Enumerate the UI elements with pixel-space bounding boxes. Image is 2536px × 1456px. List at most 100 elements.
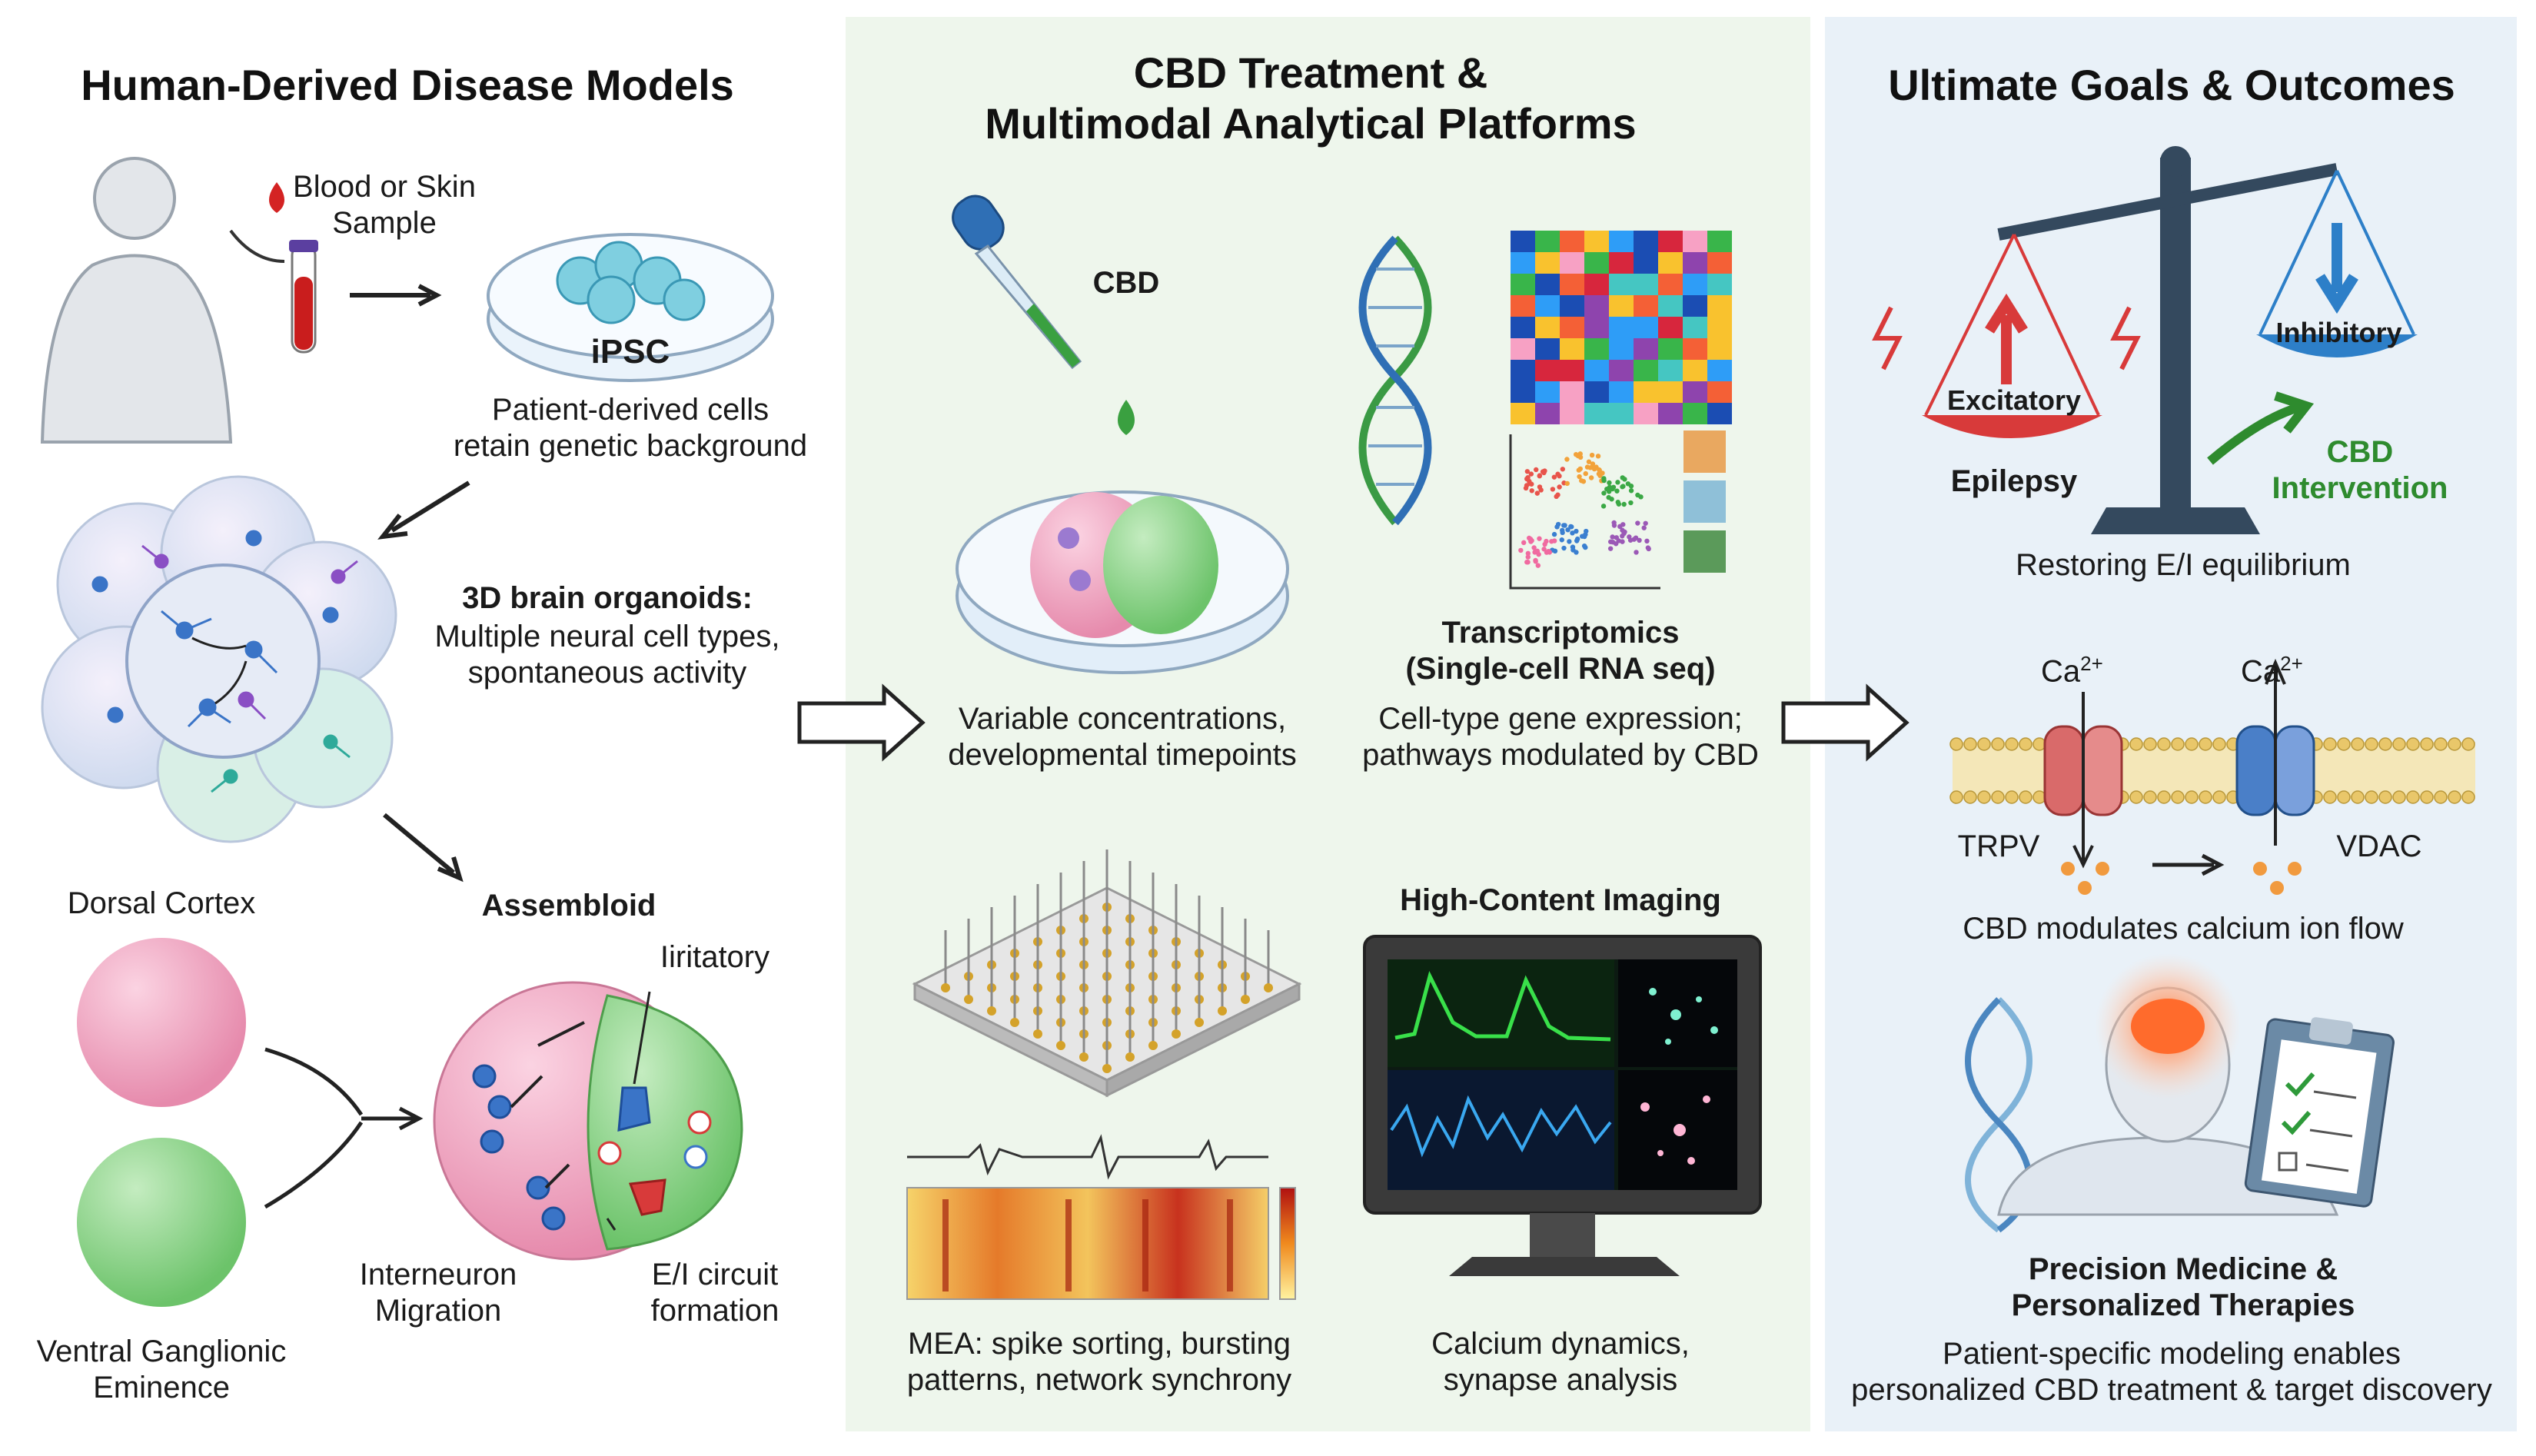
umap-point <box>1527 536 1534 542</box>
heatmap-cell <box>1683 317 1707 338</box>
lipid-head <box>2129 737 2143 751</box>
umap-point <box>1620 484 1625 490</box>
epilepsy-label: Epilepsy <box>1950 464 2078 498</box>
transition-arrow-1 <box>797 683 926 762</box>
umap-point <box>1546 548 1551 554</box>
transcriptomics-caption: Cell-type gene expression; pathways modu… <box>1362 702 1759 773</box>
lipid-head <box>2171 790 2185 804</box>
heatmap-cell <box>1535 317 1560 338</box>
raster-bursts <box>942 1199 1233 1291</box>
heatmap-cell <box>1511 381 1535 403</box>
heatmap-cell <box>1658 231 1683 252</box>
umap-point <box>1527 480 1533 487</box>
umap-point <box>1523 485 1529 491</box>
neuron-cluster-icon <box>41 475 397 843</box>
heatmap-cell <box>1609 403 1634 424</box>
heatmap-cell <box>1634 381 1658 403</box>
cbd-label: CBD <box>1092 266 1160 300</box>
inhibitory-pan-label: Inhibitory <box>2275 317 2402 348</box>
umap-point <box>1609 497 1614 502</box>
lipid-head <box>2323 790 2337 804</box>
heatmap-cell <box>1609 295 1634 317</box>
heatmap-cell <box>1707 360 1732 381</box>
lipid-head <box>2129 790 2143 804</box>
lipid-head <box>2212 790 2226 804</box>
heatmap-cell <box>1658 274 1683 295</box>
umap-point <box>1601 477 1607 484</box>
heatmap-cell <box>1584 317 1609 338</box>
lipid-head <box>1977 737 1991 751</box>
heatmap-cell <box>1609 360 1634 381</box>
umap-point <box>1570 530 1575 536</box>
umap-point <box>1574 536 1580 542</box>
heatmap-cell <box>1511 403 1535 424</box>
middle-panel-title: CBD Treatment & Multimodal Analytical Pl… <box>985 48 1637 148</box>
umap-point <box>1565 527 1570 533</box>
umap-point <box>1634 550 1639 555</box>
lipid-head <box>2199 790 2212 804</box>
umap-point <box>1622 529 1627 535</box>
umap-point <box>1550 487 1556 492</box>
dropper-icon <box>952 194 1135 435</box>
umap-point <box>1521 540 1527 546</box>
raster-heatmap <box>906 1187 1269 1300</box>
umap-point <box>1615 480 1620 485</box>
umap-point <box>1574 550 1579 555</box>
lipid-head <box>2185 790 2199 804</box>
heatmap-cell <box>1658 317 1683 338</box>
heatmap-cell <box>1511 252 1535 274</box>
lipid-head <box>2448 737 2461 751</box>
umap-point <box>1620 522 1626 527</box>
heatmap-cell <box>1707 252 1732 274</box>
heatmap-cell <box>1658 252 1683 274</box>
heatmap-cell <box>1584 231 1609 252</box>
umap-point <box>1549 539 1554 544</box>
lipid-head <box>2365 790 2378 804</box>
balance-scale-icon <box>1872 146 2418 534</box>
lipid-head <box>2378 790 2392 804</box>
umap-point <box>1577 474 1582 480</box>
heatmap-cell <box>1560 252 1584 274</box>
heatmap-cell <box>1707 274 1732 295</box>
ventral-eminence-sphere <box>77 1138 246 1307</box>
lipid-head <box>2337 790 2351 804</box>
umap-point <box>1535 563 1541 568</box>
lipid-head <box>1977 790 1991 804</box>
assembloid-icon <box>433 981 743 1261</box>
umap-point <box>1620 539 1625 544</box>
umap-point <box>1613 541 1619 547</box>
umap-point <box>1561 545 1567 551</box>
heatmap-cell <box>1707 295 1732 317</box>
umap-point <box>1534 467 1539 473</box>
umap-point <box>1529 488 1534 494</box>
heatmap-cell <box>1634 403 1658 424</box>
umap-point <box>1584 528 1589 534</box>
sample-label: Blood or Skin Sample <box>293 170 476 241</box>
heatmap-cell <box>1560 381 1584 403</box>
lipid-head <box>2157 790 2171 804</box>
lipid-head <box>2365 737 2378 751</box>
heatmap-cell <box>1560 403 1584 424</box>
lipid-head <box>2420 737 2434 751</box>
lipid-head <box>1991 790 2005 804</box>
lipid-head <box>2461 737 2475 751</box>
heatmap-cell <box>1658 338 1683 360</box>
heatmap-cell <box>1634 360 1658 381</box>
umap-point <box>1579 534 1585 539</box>
precision-title: Precision Medicine & Personalized Therap… <box>2011 1252 2355 1323</box>
umap-point <box>1611 523 1617 528</box>
umap-point <box>1610 534 1615 540</box>
human-silhouette-icon <box>40 157 233 444</box>
ipsc-label: iPSC <box>590 333 670 371</box>
umap-point <box>1542 468 1547 474</box>
spike-trace <box>907 1134 1268 1180</box>
organoid-title: 3D brain organoids: <box>462 581 753 615</box>
clipboard-checklist-icon <box>2244 1017 2395 1208</box>
heatmap-cell <box>1584 252 1609 274</box>
heatmap-cell <box>1658 403 1683 424</box>
umap-point <box>1581 543 1587 549</box>
ipsc-caption: Patient-derived cells retain genetic bac… <box>453 393 808 464</box>
lipid-head <box>2434 737 2448 751</box>
umap-point <box>1583 470 1588 477</box>
umap-point <box>1641 525 1647 530</box>
